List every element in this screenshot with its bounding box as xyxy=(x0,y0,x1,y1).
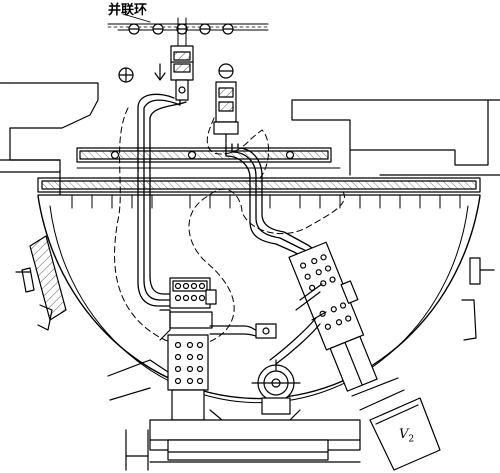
label-v2: V2 xyxy=(399,428,414,445)
small-terminal-left xyxy=(118,67,134,83)
right-terminal-stack xyxy=(213,63,239,147)
vessel-shell xyxy=(37,195,481,404)
inclined-support-stem xyxy=(295,283,327,321)
right-side-bracket xyxy=(461,257,495,341)
ring-terminal-2 xyxy=(152,23,164,35)
label-leader-line xyxy=(122,13,151,23)
left-conductor-bus xyxy=(137,93,187,307)
terminal-connector xyxy=(209,323,277,339)
v2-support xyxy=(351,377,441,471)
ring-terminal-4 xyxy=(199,23,211,35)
cover-flange xyxy=(76,147,341,169)
left-support-post xyxy=(167,334,209,421)
ring-terminal-5 xyxy=(222,23,234,35)
flange-bolts xyxy=(71,194,461,209)
main-joint-flange xyxy=(37,169,481,196)
label-v2-symbol: V xyxy=(399,427,409,442)
lower-valve xyxy=(251,359,301,415)
parallel-ring-assembly xyxy=(107,13,269,49)
base-plate xyxy=(149,409,361,463)
left-terminal-stack xyxy=(170,45,194,101)
upper-right-housing xyxy=(291,99,500,176)
down-arrow xyxy=(154,63,166,81)
ring-terminal-3 xyxy=(176,23,188,35)
dashed-boundary-2 xyxy=(206,117,269,179)
upper-left-housing xyxy=(0,82,99,173)
lower-hose xyxy=(269,317,321,365)
label-v2-subscript: 2 xyxy=(408,434,415,445)
left-ct-block xyxy=(159,277,217,341)
ring-terminal-1 xyxy=(128,23,140,35)
inclined-ct-block xyxy=(288,241,378,392)
left-side-bracket xyxy=(15,235,67,331)
dashed-boundary xyxy=(114,107,345,346)
bottom-left-support xyxy=(107,359,169,471)
label-parallel-ring: 并联环 xyxy=(108,3,148,18)
